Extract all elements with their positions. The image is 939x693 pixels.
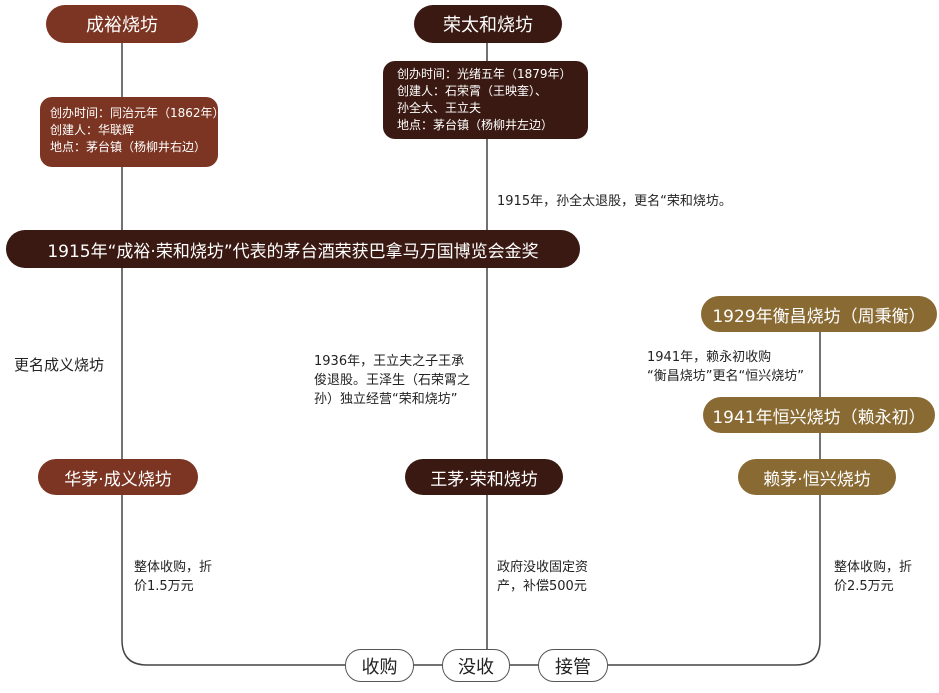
rongtaihe-node: 荣太和烧坊 (414, 5, 562, 43)
laimao-label: 赖茅·恒兴烧坊 (763, 469, 871, 490)
rongtaihe-info-box: 创办时间：光绪五年（1879年） 创建人：石荣霄（王映奎）、 孙全太、王立夫 地… (383, 61, 588, 139)
huamao-node: 华茅·成义烧坊 (38, 459, 198, 495)
award-banner: 1915年“成裕·荣和烧坊”代表的茅台酒荣获巴拿马万国博览会金奖 (6, 230, 580, 268)
award-label: 1915年“成裕·荣和烧坊”代表的茅台酒荣获巴拿马万国博览会金奖 (47, 241, 539, 262)
rongtaihe-info-line: 地点：茅台镇（杨柳井左边） (397, 118, 554, 132)
chengyu-label: 成裕烧坊 (86, 15, 158, 36)
note-lai-1941: 1941年，赖永初收购 “衡昌烧坊”更名“恒兴烧坊” (647, 350, 804, 384)
rongtaihe-info-line: 创建人：石荣霄（王映奎）、 (397, 84, 548, 98)
chengyu-info-line: 创建人：华联辉 (50, 123, 135, 137)
note-wang-1936: 1936年，王立夫之子王承 俊退股。王泽生（石荣霄之 孙）独立经营“荣和烧坊” (314, 354, 471, 407)
note-huamao-buy: 整体收购，折 价1.5万元 (134, 560, 213, 594)
chengyu-info-box: 创办时间：同治元年（1862年） 创建人：华联辉 地点：茅台镇（杨柳井右边） (40, 97, 225, 167)
chengyu-info-line: 地点：茅台镇（杨柳井右边） (50, 140, 207, 154)
huamao-label: 华茅·成义烧坊 (64, 469, 172, 490)
note-wangmao-confiscate: 政府没收固定资 产，补偿500元 (497, 560, 589, 594)
hengchang-node: 1929年衡昌烧坊（周秉衡） (701, 296, 937, 332)
note-rename-chengyi: 更名成义烧坊 (14, 356, 105, 374)
wangmao-node: 王茅·荣和烧坊 (405, 459, 563, 495)
rongtaihe-info-line: 孙全太、王立夫 (397, 101, 482, 115)
hengchang-label: 1929年衡昌烧坊（周秉衡） (712, 306, 926, 327)
outcome-confiscate: 没收 (442, 649, 510, 682)
wangmao-label: 王茅·荣和烧坊 (430, 469, 538, 490)
hengxing-node: 1941年恒兴烧坊（赖永初） (703, 397, 935, 433)
chengyu-info-line: 创办时间：同治元年（1862年） (50, 106, 225, 120)
hengxing-label: 1941年恒兴烧坊（赖永初） (712, 407, 926, 428)
line-right-bottom (608, 639, 821, 666)
note-laimao-buy: 整体收购，折 价2.5万元 (834, 560, 913, 594)
note-rename-ronghe: 1915年，孙全太退股，更名“荣和烧坊。 (497, 194, 732, 209)
laimao-node: 赖茅·恒兴烧坊 (738, 459, 896, 495)
outcome-takeover: 接管 (538, 649, 608, 682)
rongtaihe-label: 荣太和烧坊 (443, 15, 533, 36)
rongtaihe-info-line: 创办时间：光绪五年（1879年） (397, 67, 572, 81)
line-left-bottom (121, 639, 345, 666)
chengyu-node: 成裕烧坊 (46, 5, 198, 43)
outcome-acquire: 收购 (345, 649, 414, 682)
